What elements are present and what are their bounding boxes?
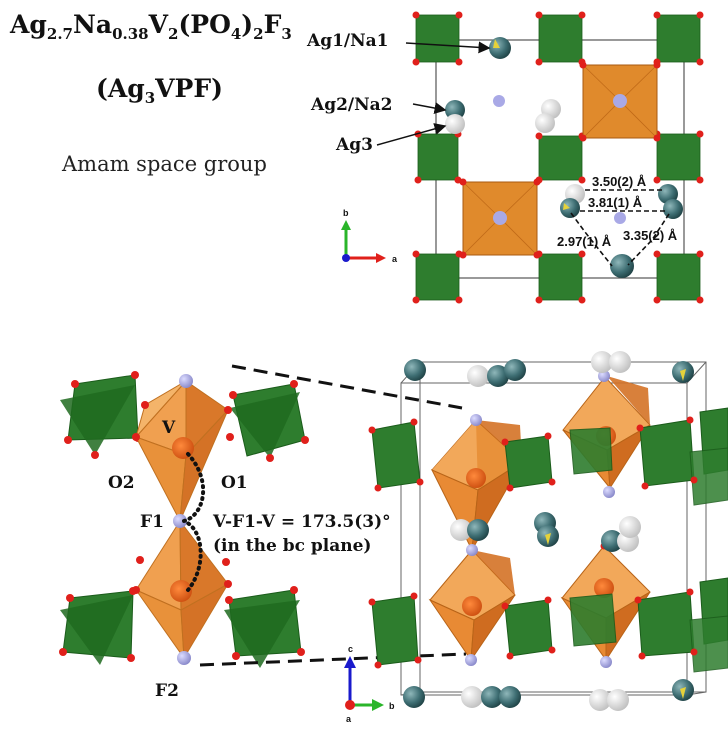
octahedra-chain-detail: V O2 O1 F1 F2 V-F1-V = 173.5(3)° (in the… [59, 364, 467, 701]
unit-cell-outline [400, 361, 707, 696]
po4-tetrahedron [415, 14, 460, 63]
angle-value: V-F1-V = 173.5(3)° [212, 512, 391, 532]
po4-tetrahedron [417, 133, 459, 181]
ag-atom [663, 199, 683, 219]
fluorine-atom [493, 95, 505, 107]
distance-lines [570, 189, 670, 267]
ag1-atom [610, 254, 634, 278]
vo4f2-octahedron-lower [132, 519, 232, 660]
label-o2: O2 [108, 473, 135, 493]
po4-tetrahedra [60, 374, 306, 668]
ag-atoms [403, 351, 694, 711]
side-unit-cell-view: c b a [344, 351, 728, 724]
vanadium-atom [170, 580, 192, 602]
vanadium-atom [172, 437, 194, 459]
axis-indicator-bottom: c b a [344, 644, 395, 724]
vo4f2-octahedron-upper [132, 379, 234, 523]
axis-label-b: b [343, 208, 349, 218]
axis-label-a: a [346, 714, 352, 724]
angle-curve [178, 452, 206, 592]
po4-tetrahedron [538, 14, 583, 63]
space-group-label: Amam space group [62, 152, 267, 176]
po4-tetrahedron [656, 133, 701, 181]
po4-tetrahedra [371, 407, 728, 673]
axis-label-b: b [389, 701, 395, 711]
po4-tetrahedron [656, 253, 701, 301]
po4-tetrahedron [656, 14, 701, 63]
distance-label: 3.50(2) Å [592, 174, 647, 189]
axis-label-a: a [392, 254, 398, 264]
fluorine-atom [614, 212, 626, 224]
formula-part: Ag [10, 10, 47, 39]
oxygen-atoms [412, 11, 704, 304]
ag-sites [445, 37, 683, 278]
axis-indicator-top: b a [341, 208, 398, 264]
vo4f2-octahedra [459, 61, 661, 259]
label-ag3: Ag3 [335, 135, 373, 155]
ag2-atom [445, 100, 465, 120]
po4-tetrahedron [538, 253, 583, 301]
angle-plane-note: (in the bc plane) [213, 536, 371, 556]
label-f2: F2 [155, 681, 179, 701]
top-unit-cell-view: Ag1/Na1 Ag2/Na2 Ag3 3.50(2) Å 3.81(1) Å … [306, 11, 704, 304]
label-o1: O1 [221, 473, 248, 493]
ag3-atom [445, 114, 465, 134]
po4-tetrahedron [415, 253, 460, 301]
compound-formula: Ag2.7Na0.38V2(PO4)2F3 [10, 10, 292, 43]
label-ag1-na1: Ag1/Na1 [306, 31, 389, 51]
axis-label-c: c [348, 644, 353, 654]
distance-label: 3.35(2) Å [623, 228, 678, 243]
vo4f2-octahedron [428, 549, 516, 662]
fluorine-atom [613, 94, 627, 108]
ag-atom [535, 113, 555, 133]
distance-label: 2.97(1) Å [557, 234, 612, 249]
compound-abbreviation: (Ag3VPF) [96, 74, 223, 107]
fluorine-atoms [465, 370, 615, 668]
po4-tetrahedron [538, 135, 583, 181]
fluorine-atom [179, 374, 193, 388]
fluorine-atom [493, 211, 507, 225]
fluorine-atom-f2 [177, 651, 191, 665]
label-ag2-na2: Ag2/Na2 [310, 95, 393, 115]
label-f1: F1 [140, 512, 164, 532]
label-v: V [161, 418, 176, 438]
zoom-connector [231, 364, 463, 410]
po4-tetrahedra [415, 14, 701, 301]
zoom-connector [199, 652, 467, 667]
distance-label: 3.81(1) Å [588, 195, 643, 210]
